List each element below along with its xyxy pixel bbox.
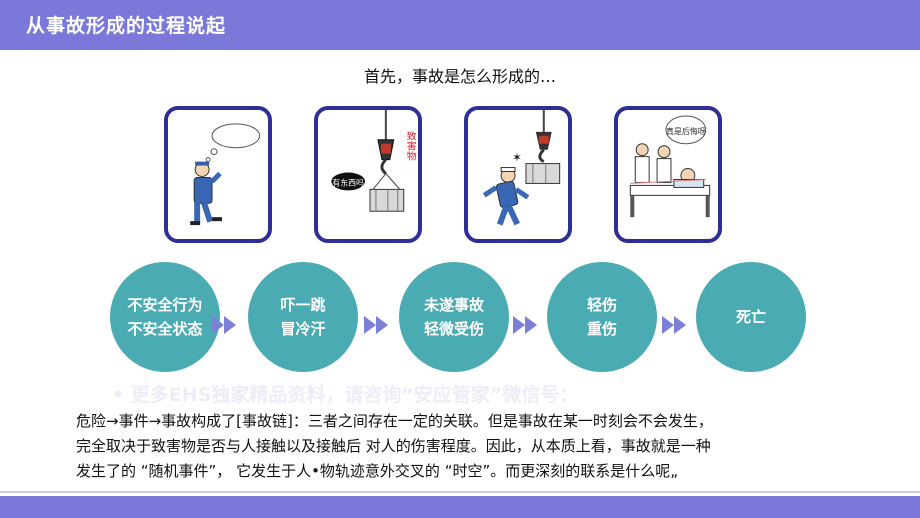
paragraph-line: 发生了的 “随机事件”， 它发生于人•物轨迹意外交叉的 “时空”。而更深刻的联系… [76, 462, 679, 480]
double-arrow-icon [513, 316, 537, 334]
footer-divider [0, 491, 920, 493]
step-label-line1: 死亡 [735, 308, 766, 326]
card-hanging-load: 有东西吗 致害物 [314, 106, 422, 243]
step-label-line2: 重伤 [586, 320, 617, 338]
paragraph-line: 完全取决于致害物是否与人接触以及接触后 对人的伤害程度。因此，从本质上看，事故就… [76, 437, 711, 455]
step-death: 死亡 [696, 262, 806, 372]
svg-text:✶: ✶ [512, 151, 522, 165]
double-arrow-icon [662, 316, 686, 334]
hazard-label: 致害物 [404, 130, 416, 162]
bubble-text: 真是后悔呀 [666, 126, 706, 136]
worker-smoking-icon [190, 123, 261, 226]
double-arrow-icon [212, 316, 236, 334]
card-worker-smoking [164, 106, 272, 243]
step-label-line2: 冒冷汗 [280, 320, 326, 338]
hanging-load-icon: 有东西吗 致害物 [331, 110, 416, 212]
paragraph-line: 危险→事件→事故构成了[事故链]：三者之间存在一定的关联。但是事故在某一时刻会不… [76, 412, 713, 430]
step-label-line1: 不安全行为 [127, 296, 203, 314]
body-paragraph: 危险→事件→事故构成了[事故链]：三者之间存在一定的关联。但是事故在某一时刻会不… [76, 409, 846, 484]
footer-bar [0, 496, 920, 518]
header-bar [0, 0, 920, 50]
watermark-text: • 更多EHS独家精品资料，请咨询“安应管家”微信号： [112, 384, 579, 406]
step-label-line2: 不安全状态 [127, 320, 203, 338]
card-hospital-bed: 真是后悔呀 [614, 106, 722, 243]
intro-text: 首先，事故是怎么形成的… [363, 67, 556, 86]
step-near-miss: 未遂事故 轻微受伤 [399, 262, 509, 372]
card-load-hits-worker: ✶ [464, 106, 572, 243]
bubble-text: 有东西吗 [332, 177, 364, 187]
step-injury: 轻伤 重伤 [547, 262, 657, 372]
step-label-line1: 轻伤 [586, 296, 617, 314]
step-label-line2: 轻微受伤 [423, 320, 484, 338]
step-startled: 吓一跳 冒冷汗 [248, 262, 358, 372]
step-label-line1: 吓一跳 [280, 296, 326, 314]
double-arrow-icon [364, 316, 388, 334]
hospital-bed-icon: 真是后悔呀 [629, 115, 711, 218]
step-label-line1: 未遂事故 [423, 296, 484, 314]
step-unsafe-behavior: 不安全行为 不安全状态 [110, 262, 220, 372]
load-hits-worker-icon: ✶ [482, 110, 561, 226]
page-title: 从事故形成的过程说起 [26, 15, 227, 37]
